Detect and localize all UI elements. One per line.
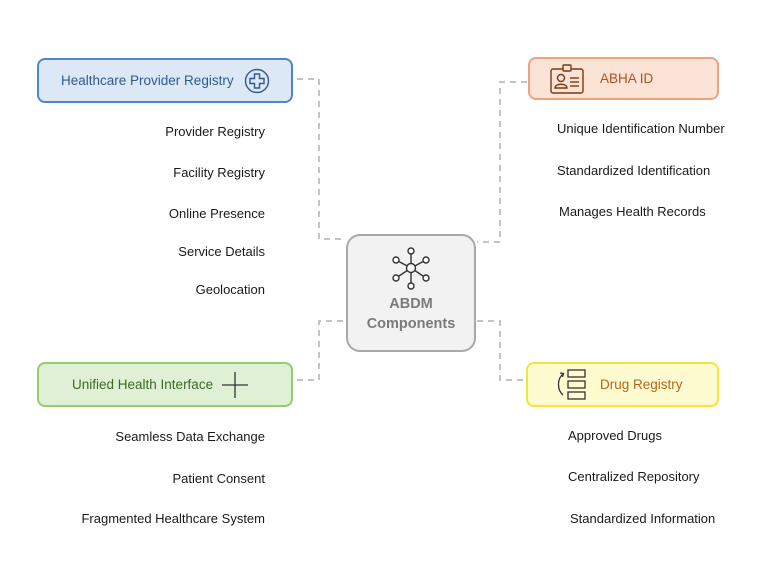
stacked-list-arrow-icon	[557, 368, 586, 400]
drug-item: Approved Drugs	[568, 428, 662, 443]
node-drug-registry: Drug Registry	[526, 362, 719, 407]
node-label-provider: Healthcare Provider Registry	[61, 73, 234, 88]
connector-uhi	[297, 320, 346, 381]
id-card-icon	[550, 63, 584, 94]
abha-item: Standardized Identification	[557, 163, 711, 178]
uhi-item: Fragmented Healthcare System	[81, 511, 265, 526]
node-label-uhi: Unified Health Interface	[72, 377, 214, 392]
provider-item: Facility Registry	[173, 165, 265, 180]
node-label-abha: ABHA ID	[600, 71, 654, 86]
provider-item: Service Details	[178, 244, 265, 259]
center-title-line2: Components	[366, 316, 456, 332]
uhi-item: Patient Consent	[172, 471, 265, 486]
drug-item: Standardized Information	[570, 511, 716, 526]
center-node-abdm-components: ABDM Components	[346, 234, 476, 352]
center-title-line1: ABDM	[389, 296, 433, 312]
drug-item: Centralized Repository	[568, 469, 700, 484]
connector-drug	[477, 320, 525, 381]
uhi-item: Seamless Data Exchange	[115, 429, 265, 444]
connector-provider	[297, 78, 346, 240]
medical-cross-icon	[244, 68, 269, 93]
provider-item: Provider Registry	[165, 124, 265, 139]
node-healthcare-provider-registry: Healthcare Provider Registry	[37, 58, 293, 103]
center-title: ABDM Components	[348, 294, 474, 334]
node-label-drug: Drug Registry	[600, 377, 683, 392]
abha-item: Manages Health Records	[559, 204, 706, 219]
node-unified-health-interface: Unified Health Interface	[37, 362, 293, 407]
provider-item: Geolocation	[195, 282, 265, 297]
node-abha-id: ABHA ID	[528, 57, 719, 100]
plus-icon	[222, 371, 249, 398]
provider-item: Online Presence	[168, 206, 265, 221]
network-hub-icon	[392, 247, 430, 290]
connector-abha	[477, 81, 527, 243]
abha-item: Unique Identification Number	[557, 121, 725, 136]
